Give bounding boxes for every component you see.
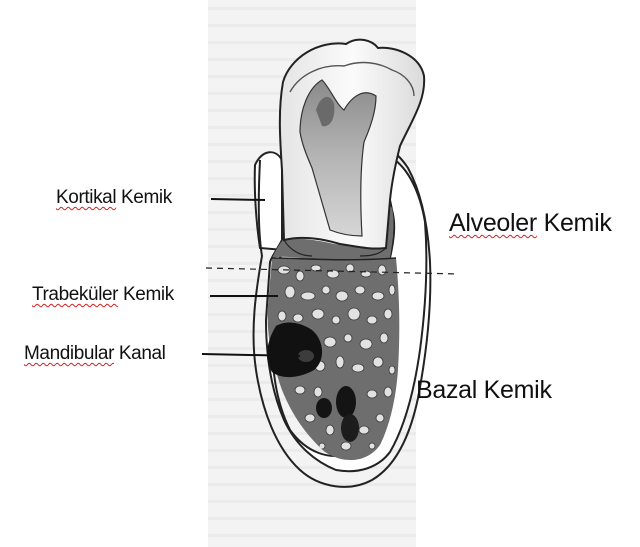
- label-alveoler-kemik-word: Kemik: [537, 209, 612, 237]
- label-bazal-kemik: Bazal Kemik: [416, 376, 552, 405]
- label-mandibular-kanal-word: Kanal: [114, 343, 165, 364]
- label-kortikal-kemik-word: Kemik: [116, 187, 172, 208]
- label-trabekuler-word: Trabeküler: [32, 284, 118, 305]
- label-kortikal-kemik: Kortikal Kemik: [56, 187, 172, 209]
- label-trabekuler-kemik: Trabeküler Kemik: [32, 284, 174, 306]
- label-trabekuler-kemik-word: Kemik: [118, 284, 174, 305]
- label-alveoler-word: Alveoler: [449, 209, 537, 237]
- label-mandibular-word: Mandibular: [24, 343, 114, 364]
- leader-kortikal: [211, 199, 265, 200]
- label-bazal-text: Bazal Kemik: [416, 376, 552, 404]
- label-alveoler-kemik: Alveoler Kemik: [449, 209, 612, 238]
- label-mandibular-kanal: Mandibular Kanal: [24, 343, 165, 365]
- label-kortikal-word: Kortikal: [56, 187, 116, 208]
